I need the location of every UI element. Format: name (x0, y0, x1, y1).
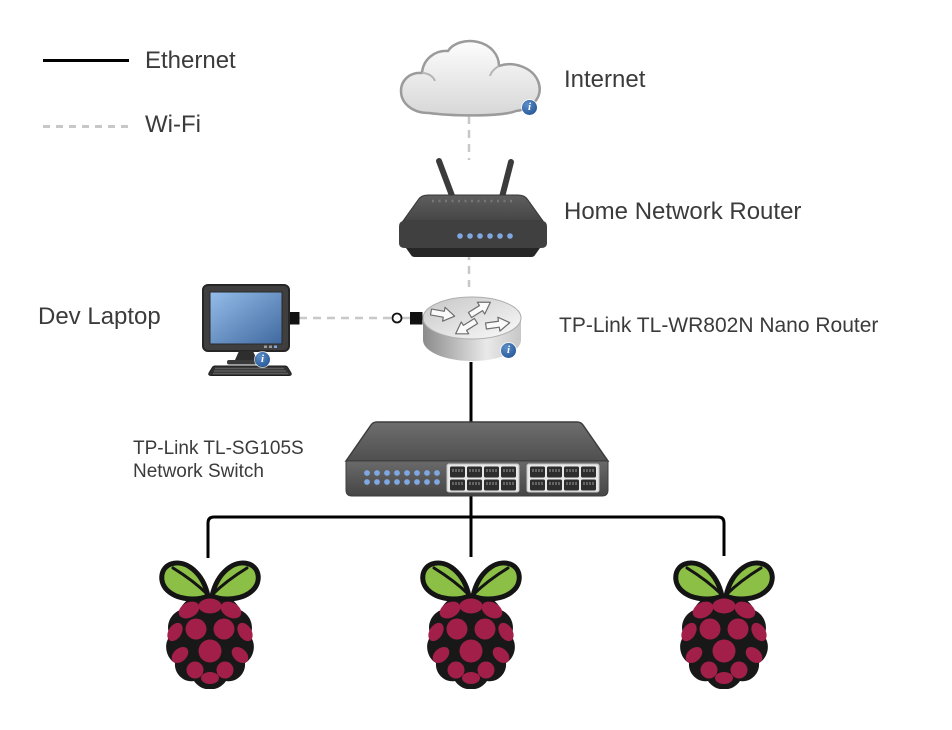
home-router-label: Home Network Router (564, 198, 802, 225)
raspberry-pi-icon-3 (676, 563, 772, 689)
switch-led-lights (364, 470, 440, 485)
network-switch-label-line2: Network Switch (133, 461, 264, 482)
nano-router-icon (422, 296, 522, 361)
network-switch-icon (344, 421, 610, 497)
ethernet-rail-switch-rpis (206, 515, 726, 558)
dev-laptop-info-badge-icon[interactable]: i (255, 352, 270, 367)
connector-square-nano (410, 312, 423, 325)
network-switch-label: TP-Link TL-SG105S Network Switch (133, 437, 304, 483)
internet-cloud-icon (399, 39, 541, 117)
raspberry-pi-icon-1 (162, 563, 258, 689)
nano-router-info-badge-icon[interactable]: i (501, 343, 516, 358)
legend-ethernet-label: Ethernet (145, 47, 236, 74)
switch-port-panels (446, 463, 600, 493)
raspberry-pi-icon-2 (423, 563, 519, 689)
legend-wifi-label: Wi-Fi (145, 111, 201, 138)
connection-lines (206, 116, 726, 558)
home-router-icon (399, 158, 547, 257)
internet-label: Internet (564, 66, 646, 93)
legend-ethernet-line-sample (43, 59, 129, 62)
legend-wifi-line-sample (43, 125, 133, 128)
internet-info-badge-icon[interactable]: i (522, 100, 537, 115)
dev-laptop-icon (202, 284, 292, 376)
connector-node-circle (391, 312, 403, 324)
dev-laptop-label: Dev Laptop (38, 303, 161, 330)
nano-router-label: TP-Link TL-WR802N Nano Router (559, 314, 879, 337)
network-switch-label-line1: TP-Link TL-SG105S (133, 438, 304, 459)
connector-square-laptop (287, 312, 300, 325)
